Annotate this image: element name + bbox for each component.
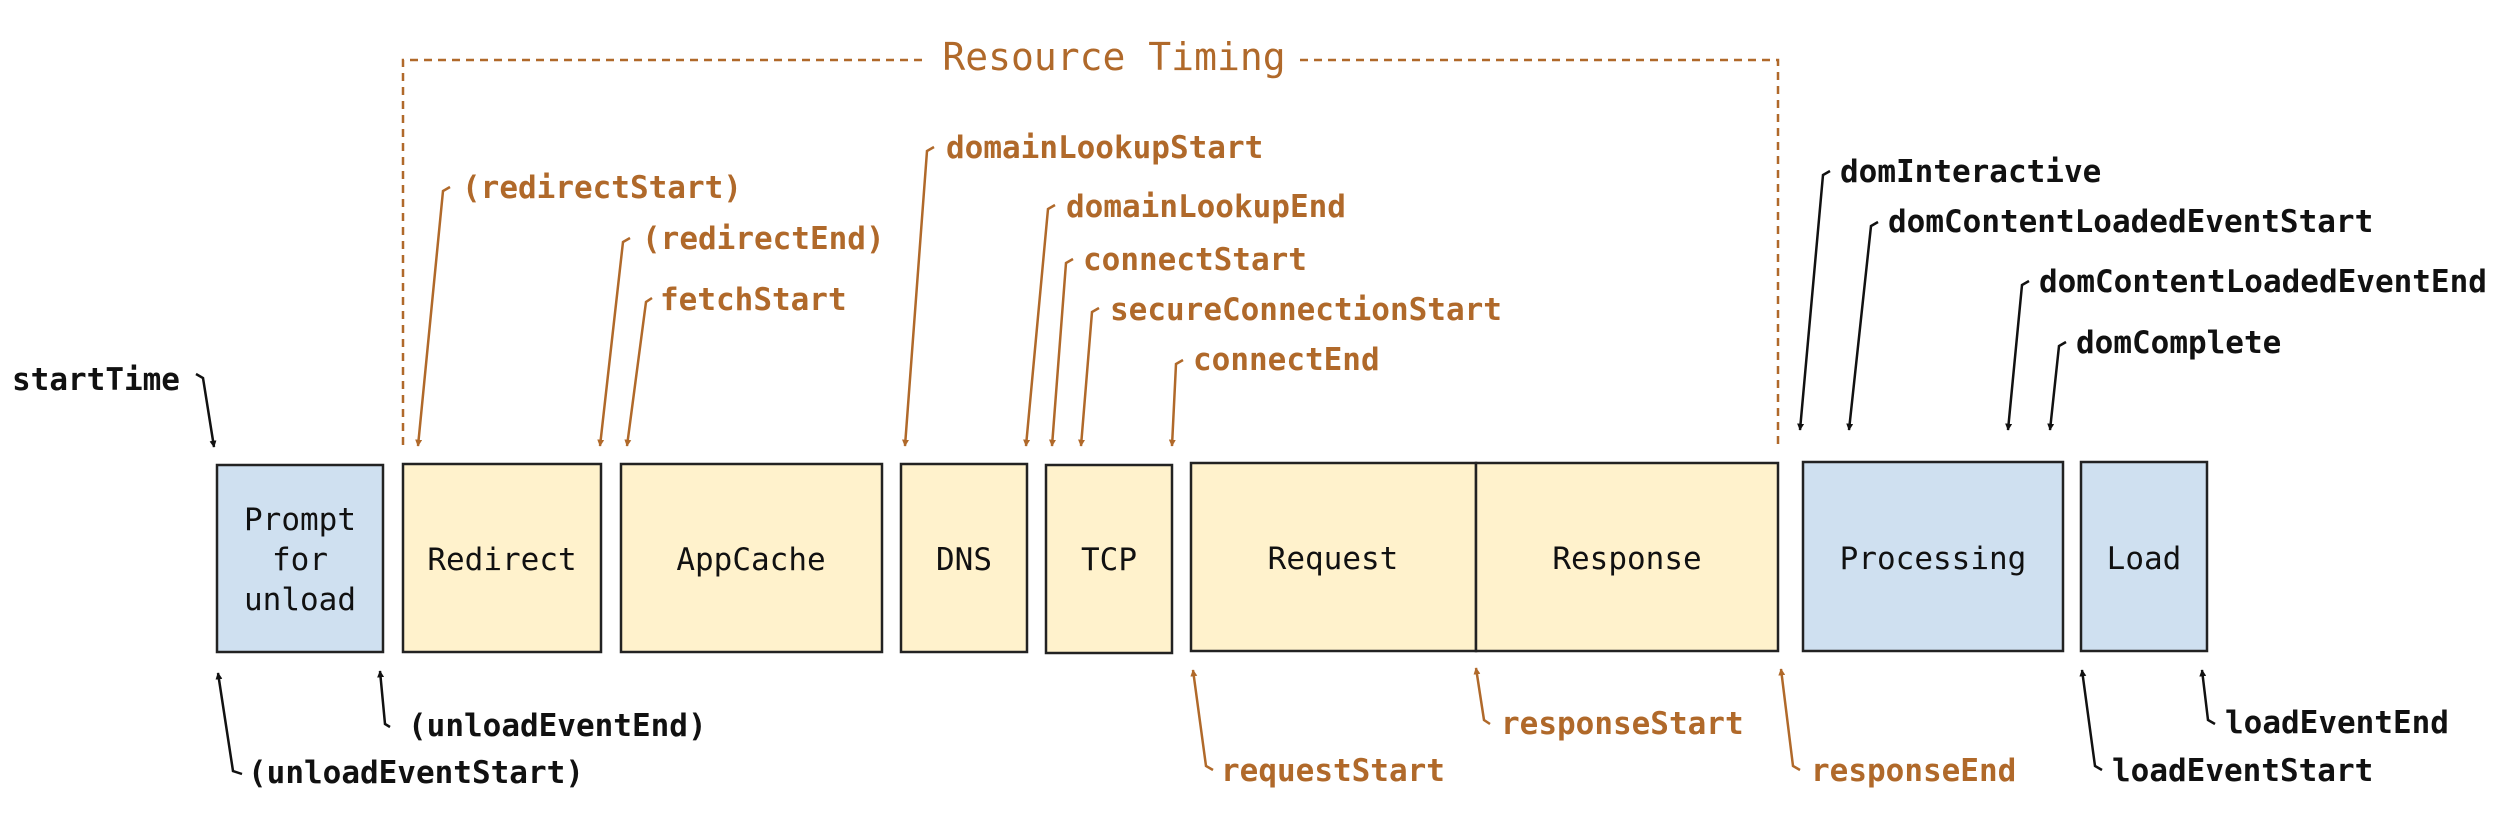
arrow-loadeventstart xyxy=(2079,669,2103,772)
resource-timing-bracket-right xyxy=(1300,58,1780,445)
marker-unloadeventstart: (unloadEventStart) xyxy=(215,672,584,791)
label-dominteractive: domInteractive xyxy=(1840,154,2101,190)
box-response: Response xyxy=(1474,461,1780,653)
box-appcache: AppCache xyxy=(619,462,884,654)
marker-domainlookupstart: domainLookupStart xyxy=(901,130,1263,447)
marker-redirectstart: (redirectStart) xyxy=(415,170,742,447)
box-prompt-line-3: unload xyxy=(244,582,356,618)
box-dns: DNS xyxy=(899,462,1029,654)
label-unloadeventstart: (unloadEventStart) xyxy=(248,755,584,791)
label-connectend: connectEnd xyxy=(1193,342,1380,378)
label-redirectstart: (redirectStart) xyxy=(462,170,742,206)
label-responsestart: responseStart xyxy=(1501,706,1744,742)
arrow-responsestart xyxy=(1473,667,1491,726)
marker-dominteractive: domInteractive xyxy=(1797,154,2101,431)
marker-loadeventstart: loadEventStart xyxy=(2079,669,2373,789)
arrow-loadeventend xyxy=(2199,669,2216,726)
box-request: Request xyxy=(1189,461,1478,653)
marker-unloadeventend: (unloadEventEnd) xyxy=(377,670,707,744)
box-processing-label: Processing xyxy=(1840,541,2027,577)
arrow-domcomplete xyxy=(2047,340,2067,431)
box-prompt-line-2: for xyxy=(272,542,328,578)
marker-domainlookupend: domainLookupEnd xyxy=(1023,189,1346,447)
label-loadeventstart: loadEventStart xyxy=(2112,753,2373,789)
resource-timing-bracket-left xyxy=(401,58,928,445)
label-redirectend: (redirectEnd) xyxy=(642,221,885,257)
arrow-starttime xyxy=(195,372,217,448)
arrow-domainlookupstart xyxy=(901,145,935,447)
marker-domcomplete: domComplete xyxy=(2047,325,2281,431)
box-load: Load xyxy=(2079,460,2209,653)
phase-boxes: Prompt for unload Redirect AppCache DNS … xyxy=(215,460,2209,655)
label-connectstart: connectStart xyxy=(1083,242,1307,278)
marker-starttime: startTime xyxy=(12,362,217,448)
label-domainlookupstart: domainLookupStart xyxy=(946,130,1263,166)
arrow-redirectend xyxy=(597,236,631,447)
arrow-domcontentloadedeventend xyxy=(2005,279,2030,431)
label-starttime: startTime xyxy=(12,362,180,398)
arrow-redirectstart xyxy=(415,185,451,447)
box-redirect-label: Redirect xyxy=(427,542,576,578)
marker-secureconnectionstart: secureConnectionStart xyxy=(1078,292,1502,447)
arrow-connectstart xyxy=(1048,257,1074,447)
label-domcontentloadedeventstart: domContentLoadedEventStart xyxy=(1888,204,2373,240)
label-fetchstart: fetchStart xyxy=(660,282,847,318)
timing-markers: startTime (unloadEventStart) (unloadEven… xyxy=(12,130,2487,791)
label-unloadeventend: (unloadEventEnd) xyxy=(408,708,707,744)
arrow-secureconnectionstart xyxy=(1078,306,1100,447)
box-prompt-line-1: Prompt xyxy=(244,502,356,538)
marker-domcontentloadedeventend: domContentLoadedEventEnd xyxy=(2005,264,2487,431)
marker-requeststart: requestStart xyxy=(1190,669,1445,789)
label-requeststart: requestStart xyxy=(1221,753,1445,789)
box-tcp-label: TCP xyxy=(1081,542,1137,578)
marker-redirectend: (redirectEnd) xyxy=(597,221,885,447)
box-dns-label: DNS xyxy=(936,542,992,578)
label-loadeventend: loadEventEnd xyxy=(2225,705,2449,741)
box-appcache-label: AppCache xyxy=(676,542,825,578)
marker-loadeventend: loadEventEnd xyxy=(2199,669,2449,741)
marker-fetchstart: fetchStart xyxy=(624,282,847,447)
label-responseend: responseEnd xyxy=(1811,753,2016,789)
marker-responsestart: responseStart xyxy=(1473,667,1744,742)
arrow-dominteractive xyxy=(1797,169,1831,431)
label-domainlookupend: domainLookupEnd xyxy=(1066,189,1346,225)
resource-timing-title: Resource Timing xyxy=(942,35,1285,79)
arrow-fetchstart xyxy=(624,296,653,447)
label-secureconnectionstart: secureConnectionStart xyxy=(1110,292,1502,328)
marker-connectend: connectEnd xyxy=(1168,342,1380,447)
label-domcontentloadedeventend: domContentLoadedEventEnd xyxy=(2039,264,2487,300)
marker-responseend: responseEnd xyxy=(1778,668,2016,789)
arrow-responseend xyxy=(1778,668,1801,772)
box-redirect: Redirect xyxy=(401,462,603,654)
box-response-label: Response xyxy=(1552,541,1701,577)
box-request-label: Request xyxy=(1268,541,1399,577)
arrow-domcontentloadedeventstart xyxy=(1846,220,1879,431)
box-prompt-for-unload: Prompt for unload xyxy=(215,463,385,654)
box-load-label: Load xyxy=(2107,541,2182,577)
box-tcp: TCP xyxy=(1044,463,1174,655)
arrow-unloadeventend xyxy=(377,670,391,729)
arrow-connectend xyxy=(1168,358,1184,447)
resource-timing-bracket: Resource Timing xyxy=(401,35,1780,445)
arrow-requeststart xyxy=(1190,669,1214,772)
marker-domcontentloadedeventstart: domContentLoadedEventStart xyxy=(1846,204,2373,431)
arrow-domainlookupend xyxy=(1023,203,1056,447)
marker-connectstart: connectStart xyxy=(1048,242,1307,447)
label-domcomplete: domComplete xyxy=(2076,325,2281,361)
arrow-unloadeventstart xyxy=(215,672,243,776)
box-processing: Processing xyxy=(1801,460,2065,653)
